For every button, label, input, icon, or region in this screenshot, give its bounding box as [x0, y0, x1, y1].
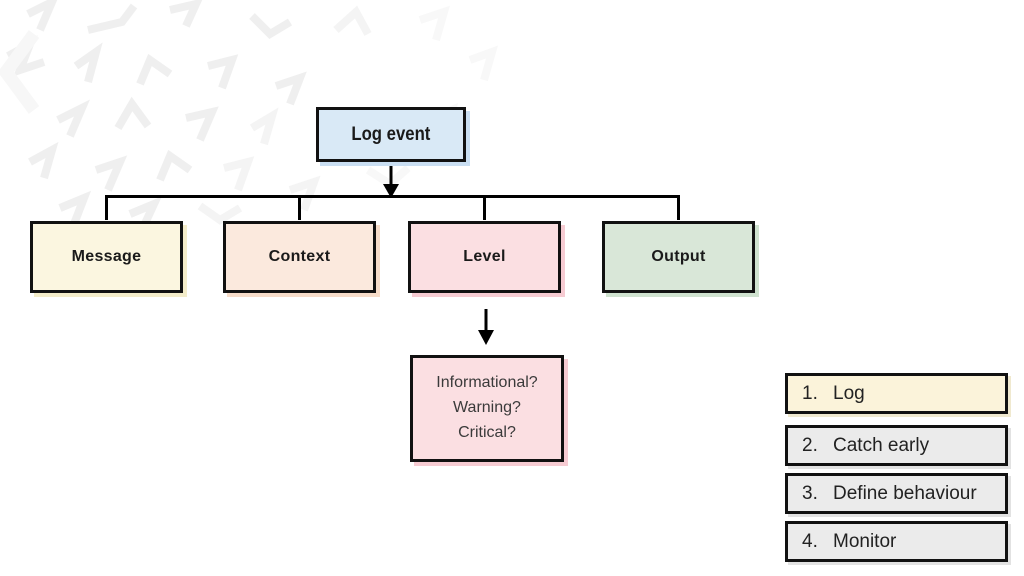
checklist-item-catch-early: 2. Catch early: [785, 425, 1008, 466]
checklist-item-label: Monitor: [833, 530, 897, 552]
level-detail-text: Informational? Warning? Critical?: [436, 371, 537, 445]
checklist-item-label: Define behaviour: [833, 482, 977, 504]
checklist-item-number: 3.: [802, 482, 818, 504]
checklist-item-number: 4.: [802, 530, 818, 552]
tree-connector-line: [105, 195, 680, 220]
checklist-item-label: Log: [833, 382, 865, 404]
level-detail-line: Warning?: [453, 399, 521, 417]
level-detail-line: Critical?: [458, 423, 516, 441]
checklist-item-monitor: 4. Monitor: [785, 521, 1008, 562]
down-arrow-icon: [383, 163, 399, 198]
diagram-box-log-event: Log event: [316, 107, 466, 162]
level-detail-line: Informational?: [436, 374, 538, 392]
diagram-box-label: Message: [71, 248, 142, 265]
diagram-box-label: Context: [268, 248, 331, 265]
diagram-box-label: Output: [651, 248, 706, 265]
diagram-box-label: Level: [463, 248, 506, 265]
checklist-item-label: Catch early: [833, 434, 930, 456]
checklist-item-log: 1. Log: [785, 373, 1008, 414]
checklist-item-define-behaviour: 3. Define behaviour: [785, 473, 1008, 514]
checklist-item-number: 2.: [802, 434, 818, 456]
down-arrow-icon: [478, 309, 494, 345]
diagram-box-message: Message: [30, 221, 183, 293]
diagram-box-output: Output: [602, 221, 755, 293]
checklist-item-number: 1.: [802, 382, 818, 404]
diagram-box-label: Log event: [351, 123, 431, 145]
diagram-box-context: Context: [223, 221, 376, 293]
diagram-box-level-detail: Informational? Warning? Critical?: [410, 355, 564, 462]
diagram-box-level: Level: [408, 221, 561, 293]
